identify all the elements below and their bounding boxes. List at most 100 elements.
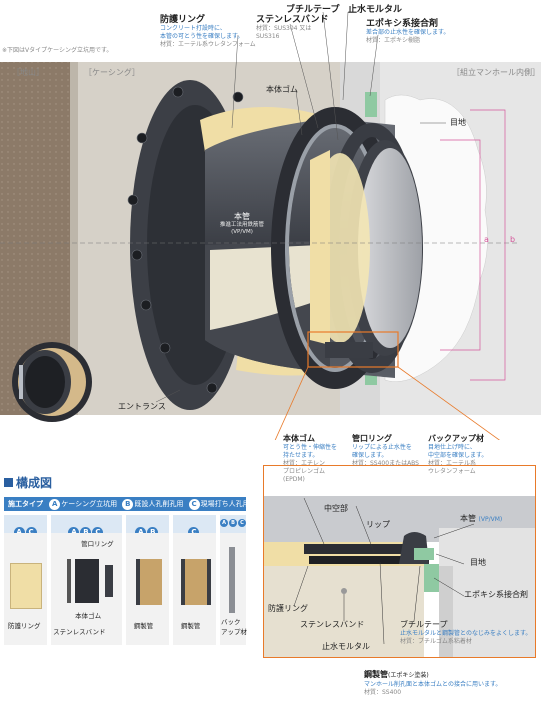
detail-desc: リップによる止水性を 確保します。 [352, 444, 412, 459]
detail-material: 材質：エーテル系 ウレタンフォーム [428, 460, 477, 475]
type-b-badge: B [122, 499, 134, 510]
callout-title: 本管 [234, 212, 250, 221]
detail-steel-sub: (エポキシ塗装) [388, 672, 429, 679]
callout-main-pipe: 本管 推進工法用鉄筋管 (VP/VM) [212, 212, 272, 236]
badge: B [80, 527, 92, 538]
part-label: 管口リング [81, 540, 114, 548]
composition-title: 構成図 [16, 476, 53, 490]
steel-pipe-part [135, 559, 162, 605]
callout-stop-mortar: 止水モルタル [348, 5, 403, 15]
badge: C [238, 519, 247, 527]
type-c-label: 現場打ち人孔用 [200, 500, 250, 508]
type-a-badge: A [49, 499, 61, 510]
cuff-ring-part [105, 565, 114, 597]
detail-butyl-title: ブチルテープ [400, 620, 448, 629]
callout-title: 防護リング [160, 15, 206, 25]
part-label: 本体ゴム [75, 612, 102, 620]
part-label: ステンレスバンド [53, 628, 106, 636]
callout-desc: 差合部の止水性を確保します。 [366, 29, 450, 36]
callout-material: 材質：エーテル系ウレタンフォーム [160, 41, 256, 48]
badge: B [147, 527, 159, 538]
badge: B [229, 519, 238, 527]
detail-hollow: 中空部 [324, 504, 348, 513]
zone-manhole-label: ［組立マンホール内側］ [452, 68, 540, 77]
detail-desc: 可とう性・伸縮性を 持たせます。 [283, 444, 338, 459]
badge: A [13, 527, 25, 538]
detail-main-pipe: 本管 (VP/VM) [460, 514, 502, 525]
detail-steel-pipe: 鋼製管(エポキシ塗装) マンホール削孔面と本体ゴムとの接合に用います。 材質：S… [364, 670, 501, 697]
detail-material: 材質：エチレン プロピレンゴム (EPDM) [283, 460, 326, 483]
backup-part [229, 547, 236, 613]
detail-title: 本体ゴム [283, 434, 315, 443]
detail-focus-box [307, 331, 399, 368]
callout-title: エポキシ系接合剤 [366, 19, 439, 29]
callout-protect-ring: 防護リング コンクリート打設時に、 本管の可とう性を確保します。 材質：エーテル… [160, 12, 280, 49]
pipe-opening [358, 148, 422, 348]
badge: A [135, 527, 147, 538]
part-label: 鋼製管 [133, 622, 154, 630]
zone-ground-label: ［地山］ [12, 68, 44, 77]
badge: A [68, 527, 80, 538]
detail-epoxy: エポキシ系接合剤 [464, 590, 528, 599]
detail-steel-desc: マンホール削孔面と本体ゴムとの接合に用います。 [364, 681, 502, 688]
callout-desc: コンクリート打設時に、 本管の可とう性を確保します。 [160, 25, 244, 40]
type-header-label: 施工タイプ [8, 500, 43, 508]
badge: C [92, 527, 104, 538]
callout-joint: 目地 [450, 118, 466, 127]
part-label: バック [221, 618, 241, 626]
zone-casing-label: ［ケーシング］ [84, 68, 140, 77]
composition-heading: 構成図 [4, 472, 246, 491]
part-label: 防護リング [8, 622, 41, 630]
detail-steel-material: 材質：SS400 [364, 689, 402, 696]
band-part [67, 559, 72, 603]
detail-mortar: 止水モルタル [322, 642, 370, 651]
detail-main-pipe-label: 本管 [460, 514, 476, 523]
detail-steel-title: 鋼製管 [364, 670, 388, 679]
detail-title: 管口リング [352, 434, 392, 443]
product-photo [12, 342, 92, 422]
detail-joint: 目地 [470, 558, 486, 567]
type-c-badge: C [188, 499, 200, 510]
detail-cuff-ring: 管口リング リップによる止水性を 確保します。 材質：SS400またはABS [352, 434, 419, 468]
callout-body-rubber: 本体ゴム [266, 85, 298, 94]
callout-epoxy: エポキシ系接合剤 差合部の止水性を確保します。 材質：エポキシ樹脂 [366, 16, 476, 45]
protect-ring-part [10, 563, 42, 609]
badge: A [220, 519, 229, 527]
detail-butyl-desc: 止水モルタルと鋼製管とのなじみをよくします。 [400, 630, 532, 637]
note-text: ※下図はVタイプケーシング立坑用です。 [2, 47, 113, 54]
callout-butyl-tape: ブチルテープ [286, 5, 340, 15]
badge: C [188, 527, 200, 538]
callout-material: 材質：SUS304 又は SUS316 [256, 25, 312, 40]
callout-desc: 推進工法用鉄筋管 (VP/VM) [219, 222, 264, 235]
callout-entrance: エントランス [118, 402, 166, 411]
callout-title: ステンレスバンド [256, 15, 329, 25]
detail-stainless: ステンレスバンド [300, 620, 365, 629]
detail-protect-ring: 防護リング [268, 604, 308, 613]
column-steel-c: C 鋼製管 [172, 515, 217, 645]
part-label: 鋼製管 [180, 622, 201, 630]
detail-butyl-material: 材質：ブチルゴム系粘着材 [400, 638, 472, 645]
detail-butyl: ブチルテープ 止水モルタルと鋼製管とのなじみをよくします。 材質：ブチルゴム系粘… [400, 620, 531, 646]
detail-body-rubber: 本体ゴム 可とう性・伸縮性を 持たせます。 材質：エチレン プロピレンゴム (E… [283, 434, 337, 484]
type-b-label: 既設人孔削孔用 [134, 500, 184, 508]
dimension-b-label: b [510, 235, 516, 244]
callout-stainless-band: ステンレスバンド 材質：SUS304 又は SUS316 [256, 12, 336, 41]
badge: C [25, 527, 37, 538]
rubber-part [75, 559, 100, 603]
epoxy-layer [365, 92, 377, 117]
detail-desc: 目地仕上げ時に、 中空部を確保します。 [428, 444, 488, 459]
part-label: アップ材 [221, 628, 248, 636]
detail-inset: 中空部 リップ 本管 (VP/VM) 目地 エポキシ系接合剤 防護リング ステン… [263, 465, 536, 658]
detail-lip: リップ [366, 520, 390, 529]
type-a-label: ケーシング立坑用 [61, 500, 118, 508]
detail-title: バックアップ材 [428, 434, 484, 443]
callout-material: 材質：エポキシ樹脂 [366, 37, 421, 44]
heading-square-icon [4, 478, 13, 487]
